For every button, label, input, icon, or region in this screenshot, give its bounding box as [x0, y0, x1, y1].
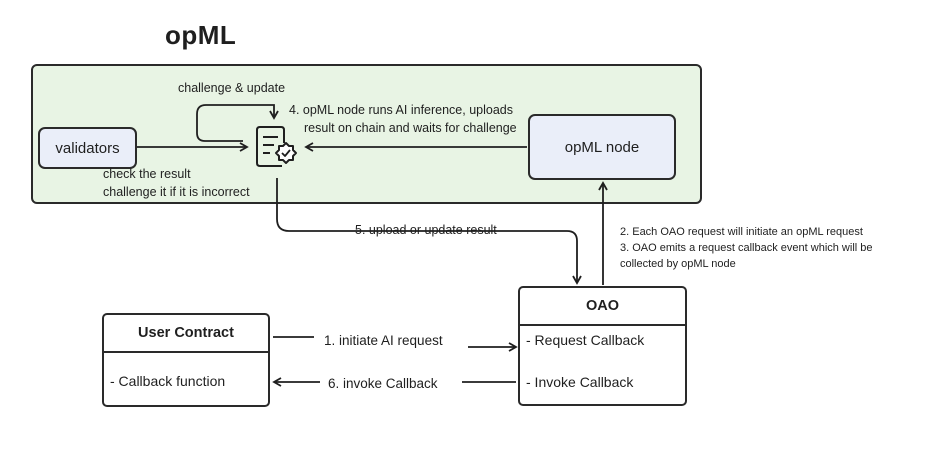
- opml-node-label: opML node: [564, 138, 640, 156]
- step4-line2: result on chain and waits for challenge: [304, 121, 517, 135]
- step1-label: 1. initiate AI request: [324, 333, 443, 348]
- user-contract-box: User Contract - Callback function: [102, 313, 270, 407]
- step3-line2: collected by opML node: [620, 258, 736, 270]
- step6-label: 6. invoke Callback: [328, 376, 438, 391]
- opml-node: opML node: [528, 114, 676, 180]
- validators-node: validators: [38, 127, 137, 169]
- user-contract-header: User Contract: [104, 315, 268, 353]
- validators-label: validators: [55, 139, 120, 157]
- document-verified-icon: [256, 126, 297, 167]
- challenge-update-label: challenge & update: [178, 81, 286, 95]
- check-line2: challenge it if it is incorrect: [103, 185, 250, 199]
- step3-line1: 3. OAO emits a request callback event wh…: [620, 242, 873, 254]
- request-callback-item: - Request Callback: [526, 332, 645, 348]
- invoke-callback-item: - Invoke Callback: [526, 374, 634, 390]
- callback-function-item: - Callback function: [110, 373, 226, 389]
- diagram-title: opML: [165, 20, 237, 50]
- step4-line1: 4. opML node runs AI inference, uploads: [289, 103, 513, 117]
- step2-line1: 2. Each OAO request will initiate an opM…: [620, 226, 863, 238]
- challenge-update-loop: [196, 104, 279, 142]
- upload-result-arrow: [276, 178, 582, 285]
- step5-label: 5. upload or update result: [355, 223, 497, 237]
- check-line1: check the result: [103, 167, 191, 181]
- oao-box: OAO - Request Callback - Invoke Callback: [518, 286, 687, 406]
- oao-header: OAO: [520, 288, 685, 326]
